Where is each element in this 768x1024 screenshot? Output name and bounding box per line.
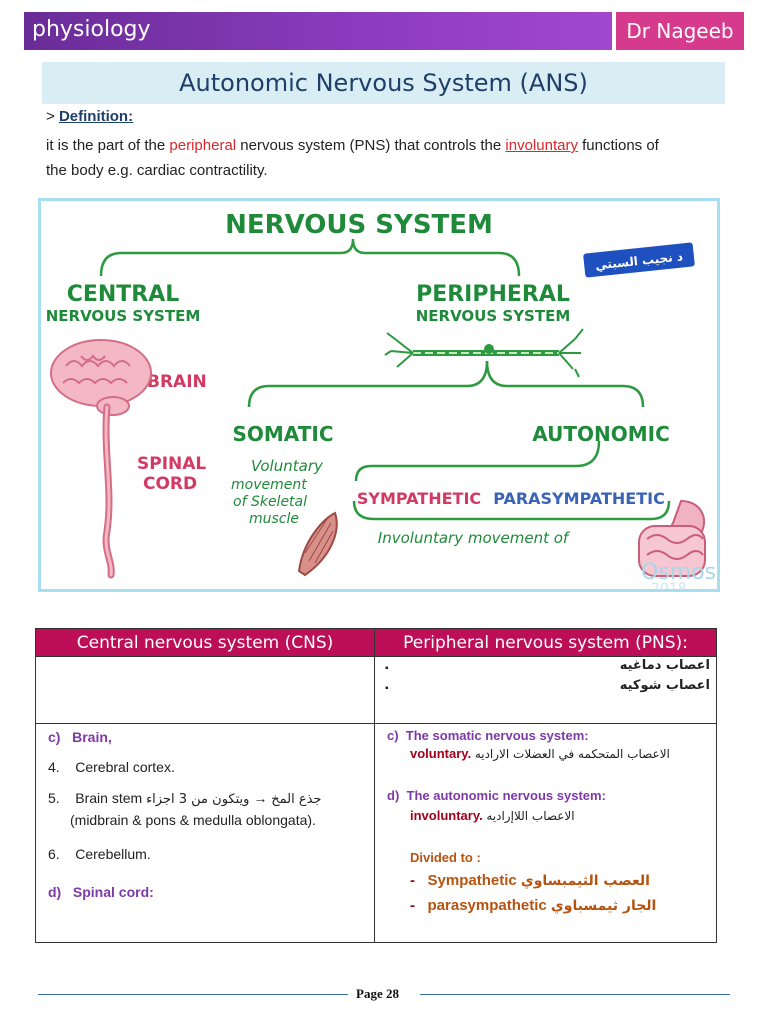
- cns-empty-cell: [35, 656, 375, 724]
- cns-header: Central nervous system (CNS): [35, 628, 375, 657]
- brain-illustration: [50, 339, 152, 416]
- central-sublabel: NERVOUS SYSTEM: [46, 307, 201, 325]
- page-title: Autonomic Nervous System (ANS): [42, 62, 725, 104]
- autonomic-label: AUTONOMIC: [532, 422, 670, 446]
- spinal-label-2: CORD: [143, 474, 197, 494]
- voluntary-line-3: of Skeletal: [233, 494, 307, 510]
- nervous-system-diagram: NERVOUS SYSTEM CENTRAL NERVOUS SYSTEM PE…: [38, 198, 720, 592]
- header-bar: physiology: [24, 12, 612, 50]
- involuntary-label: Involuntary movement of: [378, 529, 571, 547]
- sympathetic-label: SYMPATHETIC: [357, 489, 481, 508]
- somatic-bracket: [247, 360, 489, 408]
- definition-heading: > Definition:: [46, 108, 134, 125]
- autonomic-item: d) The autonomic nervous system:: [387, 788, 606, 803]
- central-label: CENTRAL: [67, 282, 180, 307]
- divided-label: Divided to :: [410, 850, 481, 865]
- pns-bullets-cell: ▪ اعصاب دماغيه ▪ اعصاب شوكيه: [374, 656, 717, 724]
- intestines-illustration: [638, 499, 706, 577]
- pns-bullet-2: ▪ اعصاب شوكيه: [385, 678, 710, 694]
- neuron-illustration: [384, 328, 584, 378]
- parasympathetic-label: PARASYMPATHETIC: [493, 489, 665, 508]
- diagram-title: NERVOUS SYSTEM: [225, 210, 493, 240]
- autonomic-split-bracket: [354, 440, 601, 482]
- cns-spinal-item: d) Spinal cord:: [48, 884, 154, 900]
- cns-brain-item: c) Brain,: [48, 729, 112, 745]
- author-signature-badge: [583, 242, 695, 278]
- brain-label: BRAIN: [147, 372, 207, 392]
- top-bracket: [99, 238, 521, 277]
- subject-label: physiology: [32, 17, 151, 42]
- sympathetic-item: - Sympathetic العصب الثيمبساوي: [410, 872, 650, 889]
- cns-item-6: 6. Cerebellum.: [48, 846, 151, 862]
- watermark: Osmosis: [641, 560, 717, 585]
- voluntary-line-4: muscle: [249, 511, 299, 527]
- somatic-item: c) The somatic nervous system:: [387, 728, 589, 743]
- cns-pns-table: Central nervous system (CNS) Peripheral …: [35, 628, 717, 943]
- somatic-detail: voluntary. الاعصاب المتحكمه في العضلات ا…: [410, 746, 670, 761]
- muscle-illustration: [297, 511, 338, 577]
- autonomic-bracket: [485, 360, 645, 408]
- voluntary-line-1: Voluntary: [251, 457, 324, 475]
- peripheral-sublabel: NERVOUS SYSTEM: [416, 307, 571, 325]
- peripheral-label: PERIPHERAL: [416, 282, 570, 307]
- parasympathetic-item: - parasympathetic الجار ثيمسباوي: [410, 897, 657, 914]
- definition-text: it is the part of the peripheral nervous…: [46, 137, 659, 179]
- definition-label: Definition:: [58, 108, 134, 125]
- voluntary-line-2: movement: [231, 477, 307, 493]
- involuntary-bracket: [352, 500, 671, 521]
- cns-item-5: 5. Brain stem جذع المخ → ويتكون من 3 اجز…: [48, 790, 322, 807]
- pns-header: Peripheral nervous system (PNS):: [374, 628, 717, 657]
- footer-rule-left: [38, 994, 348, 995]
- footer-rule-right: [420, 994, 730, 995]
- autonomic-detail: involuntary. الاعصاب اللاإراديه: [410, 808, 575, 823]
- pns-content-cell: c) The somatic nervous system: voluntary…: [374, 723, 717, 943]
- author-badge: Dr Nageeb: [616, 12, 744, 50]
- page-number: Page 28: [356, 986, 399, 1001]
- peripheral-highlight: peripheral: [169, 137, 237, 154]
- pns-bullet-1: ▪ اعصاب دماغيه: [385, 658, 710, 674]
- involuntary-highlight: involuntary: [505, 137, 578, 154]
- watermark-year: 2018: [651, 581, 687, 589]
- cns-content-cell: c) Brain, 4. Cerebral cortex. 5. Brain s…: [35, 723, 375, 943]
- somatic-label: SOMATIC: [233, 422, 334, 446]
- spinal-label-1: SPINAL: [137, 454, 206, 474]
- cns-item-5-detail: (midbrain & pons & medulla oblongata).: [70, 812, 316, 828]
- cns-item-4: 4. Cerebral cortex.: [48, 759, 175, 775]
